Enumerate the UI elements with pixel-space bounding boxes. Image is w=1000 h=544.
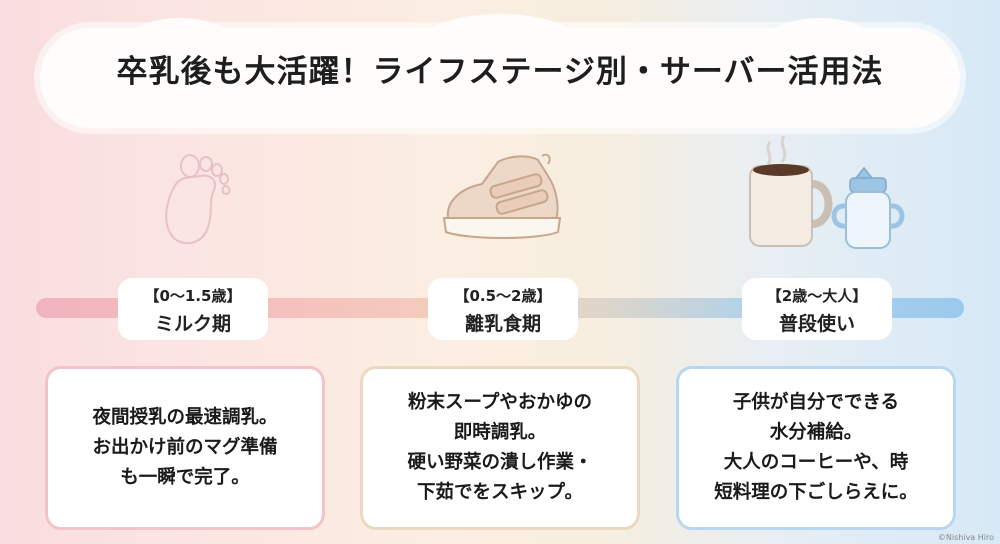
baby-foot-icon	[148, 140, 238, 254]
card-text-line: 下茹でをスキップ。	[417, 482, 583, 503]
stage-name: 離乳食期	[464, 313, 541, 335]
cloud-bump	[120, 18, 240, 78]
card-text-line: 水分補給。	[769, 422, 863, 443]
stage-age: 【0.5〜2歳】	[454, 287, 552, 305]
card-text-line: 粉末スープやおかゆの	[408, 392, 592, 413]
card-text-line: 硬い野菜の潰し作業・	[407, 452, 593, 473]
cloud-bump	[420, 14, 580, 74]
card-text-line: も一瞬で完了。	[120, 467, 250, 488]
stage-card-everyday: 子供が自分でできる 水分補給。 大人のコーヒーや、時 短料理の下ごしらえに。	[676, 366, 956, 530]
card-text-line: お出かけ前のマグ準備	[92, 437, 278, 458]
card-text-line: 夜間授乳の最速調乳。	[92, 407, 278, 428]
cloud-bump	[760, 18, 880, 78]
stage-card-milk: 夜間授乳の最速調乳。 お出かけ前のマグ準備 も一瞬で完了。	[45, 366, 325, 530]
stage-label-weaning: 【0.5〜2歳】 離乳食期	[428, 278, 578, 340]
card-text-line: 即時調乳。	[453, 422, 547, 443]
baby-shoe-icon	[438, 148, 568, 252]
stage-name: ミルク期	[154, 313, 231, 335]
stage-label-everyday: 【2歳〜大人】 普段使い	[742, 278, 892, 340]
credit-text: ©Nishiva Hiro	[937, 533, 994, 542]
stage-card-weaning: 粉末スープやおかゆの 即時調乳。 硬い野菜の潰し作業・ 下茹でをスキップ。	[360, 366, 640, 530]
stage-age: 【0〜1.5歳】	[144, 287, 242, 305]
coffee-and-sippy-cup-icon	[744, 128, 914, 262]
stage-label-milk: 【0〜1.5歳】 ミルク期	[118, 278, 268, 340]
card-text-line: 短料理の下ごしらえに。	[714, 482, 918, 503]
stage-name: 普段使い	[778, 313, 855, 335]
card-text-line: 子供が自分でできる	[732, 392, 900, 413]
stage-age: 【2歳〜大人】	[766, 287, 868, 305]
page-title: 卒乳後も大活躍！ライフステージ別・サーバー活用法	[116, 54, 884, 90]
card-text-line: 大人のコーヒーや、時	[723, 452, 909, 473]
